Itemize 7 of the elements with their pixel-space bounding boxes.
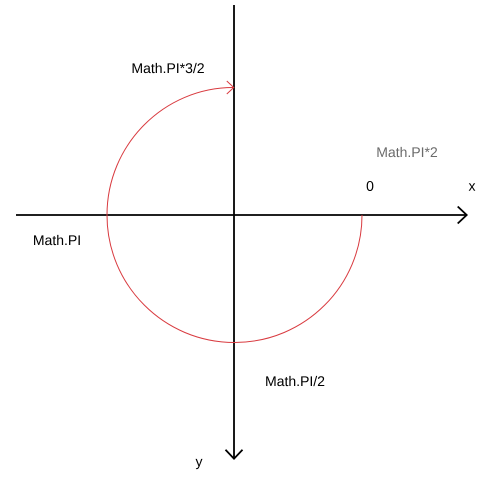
angle-label: Math.PI*2 (377, 146, 438, 158)
axis-label: y (196, 458, 202, 470)
angle-label: Math.PI (34, 234, 80, 246)
angle-label: Math.PI/2 (266, 376, 324, 386)
angle-label: 0 (366, 181, 374, 191)
angle-label: Math.PI*3/2 (132, 62, 204, 74)
axis-label: x (468, 183, 476, 191)
